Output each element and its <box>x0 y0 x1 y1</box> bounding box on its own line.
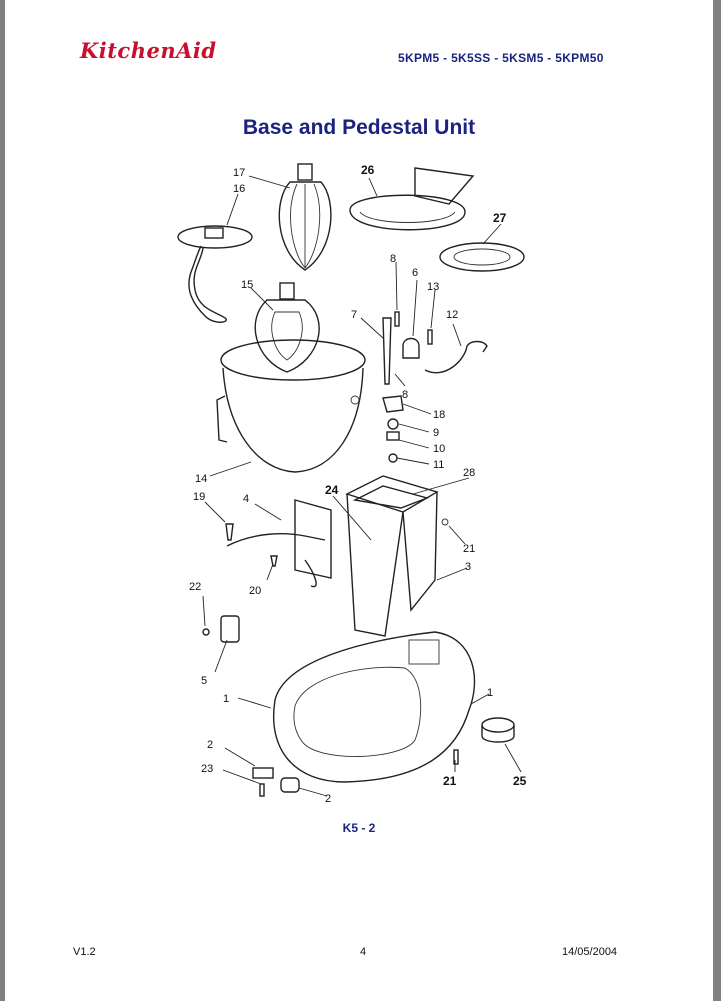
part-flat-beater <box>254 282 320 373</box>
manual-page: KitchenAid 5KPM5 - 5K5SS - 5KSM5 - 5KPM5… <box>5 0 713 1001</box>
part-hinge-assembly <box>382 311 488 463</box>
part-label: 2 <box>207 739 213 751</box>
part-label: 24 <box>325 483 339 497</box>
model-numbers: 5KPM5 - 5K5SS - 5KSM5 - 5KPM50 <box>398 51 604 65</box>
part-label: 12 <box>446 309 458 321</box>
part-label: 8 <box>390 253 396 265</box>
footer-date: 14/05/2004 <box>562 946 618 958</box>
part-feet-and-plugs <box>252 717 515 797</box>
part-label: 18 <box>433 409 445 421</box>
part-dough-hook <box>177 225 253 323</box>
part-mounting-bracket <box>225 499 332 588</box>
part-pedestal-column <box>345 475 449 637</box>
part-base <box>273 631 476 783</box>
part-label: 14 <box>195 473 207 485</box>
page-title: Base and Pedestal Unit <box>242 116 476 139</box>
part-bracket-clip <box>202 615 240 643</box>
part-label: 13 <box>427 281 439 293</box>
part-label: 5 <box>201 675 207 687</box>
part-label: 9 <box>433 427 439 439</box>
part-label: 4 <box>243 493 249 505</box>
part-label: 10 <box>433 443 445 455</box>
brand-logo: KitchenAid <box>80 38 217 63</box>
part-label: 23 <box>201 763 213 775</box>
part-label: 11 <box>433 459 444 471</box>
part-label: 22 <box>189 581 201 593</box>
part-label: 20 <box>249 585 261 597</box>
part-label: 6 <box>412 267 418 279</box>
part-label: 19 <box>193 491 205 503</box>
part-label: 26 <box>361 163 375 177</box>
part-label: 8 <box>402 389 408 401</box>
part-label: 17 <box>233 167 245 179</box>
part-mixing-bowl <box>216 339 366 473</box>
part-pouring-shield <box>349 167 475 231</box>
part-label: 1 <box>223 693 229 705</box>
part-gasket-ring <box>439 242 525 272</box>
part-label: 21 <box>443 774 457 788</box>
footer-page-number: 4 <box>360 946 367 958</box>
footer-version: V1.2 <box>73 946 96 958</box>
leader-lines <box>202 175 522 797</box>
part-label: 3 <box>465 561 471 573</box>
diagram-caption: K5 - 2 <box>342 821 376 835</box>
exploded-parts-diagram: 17 16 26 27 8 6 13 12 15 7 8 18 9 10 11 … <box>177 163 527 805</box>
part-wire-whip <box>278 163 332 271</box>
part-label: 7 <box>351 309 357 321</box>
part-label: 25 <box>513 774 527 788</box>
part-label: 1 <box>487 687 493 699</box>
part-number-labels: 17 16 26 27 8 6 13 12 15 7 8 18 9 10 11 … <box>189 163 527 805</box>
part-label: 2 <box>325 793 331 805</box>
part-label: 27 <box>493 211 507 225</box>
part-label: 15 <box>241 279 253 291</box>
part-label: 16 <box>233 183 245 195</box>
part-label: 28 <box>463 467 475 479</box>
part-label: 21 <box>463 543 475 555</box>
